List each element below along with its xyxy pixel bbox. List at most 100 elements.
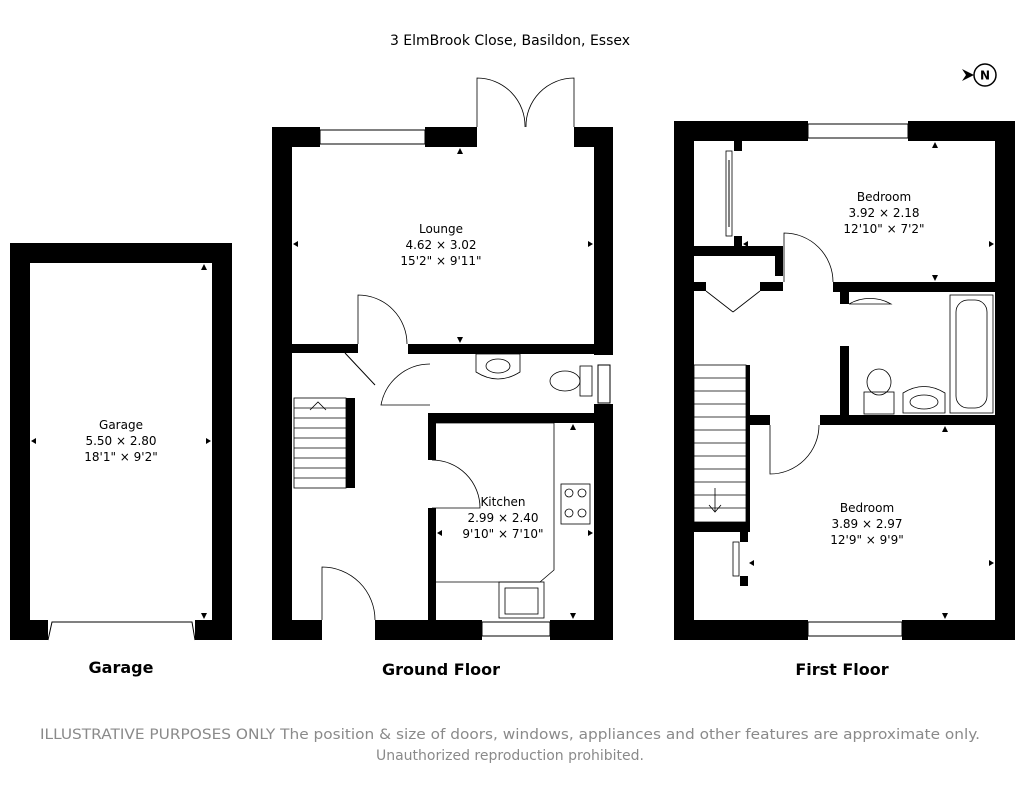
kitchen-imperial-size: 9'10" × 7'10" xyxy=(462,527,543,541)
dim-arrow-icon xyxy=(457,148,463,154)
bedroom-1-room-name: Bedroom xyxy=(857,190,911,204)
wall xyxy=(908,121,1015,141)
wall xyxy=(428,413,594,423)
garage-wall-bottom-right xyxy=(195,620,232,640)
wall xyxy=(674,121,808,141)
window xyxy=(481,621,551,637)
toilet-icon xyxy=(863,368,895,415)
garage-plan: Garage 5.50 × 2.80 18'1" × 9'2" xyxy=(10,243,232,641)
under-stair-door xyxy=(344,352,376,386)
property-address-title: 3 ElmBrook Close, Basildon, Essex xyxy=(390,33,630,49)
wall xyxy=(740,576,748,586)
wall xyxy=(840,346,849,416)
wall xyxy=(840,282,849,304)
wall xyxy=(820,415,995,425)
door xyxy=(380,363,431,406)
dim-arrow-icon xyxy=(942,613,948,619)
dim-arrow-icon xyxy=(749,560,754,566)
wall xyxy=(694,246,783,256)
wall xyxy=(995,121,1015,640)
dim-arrow-icon xyxy=(932,142,938,148)
disclaimer-line-2: Unauthorized reproduction prohibited. xyxy=(376,748,644,764)
wall xyxy=(272,620,322,640)
dim-arrow-icon xyxy=(31,438,36,444)
bedroom-1-metric-size: 3.92 × 2.18 xyxy=(848,206,919,220)
lounge-imperial-size: 15'2" × 9'11" xyxy=(400,254,481,268)
garage-metric-size: 5.50 × 2.80 xyxy=(85,434,156,448)
bath-icon xyxy=(949,294,994,414)
sink-icon xyxy=(498,581,545,619)
wall xyxy=(902,620,1015,640)
dim-arrow-icon xyxy=(201,613,207,619)
door xyxy=(431,459,481,509)
french-door xyxy=(476,77,526,128)
cupboard-door xyxy=(705,290,761,313)
wall xyxy=(694,522,750,532)
floor-label-ground: Ground Floor xyxy=(382,660,500,679)
window xyxy=(807,123,909,139)
dim-arrow-icon xyxy=(201,264,207,270)
kitchen-metric-size: 2.99 × 2.40 xyxy=(467,511,538,525)
basin-icon xyxy=(475,353,521,380)
wall xyxy=(734,236,742,246)
garage-door xyxy=(47,621,196,641)
dim-arrow-icon xyxy=(437,530,442,536)
wall xyxy=(292,344,358,353)
first-floor-plan: Bedroom 3.92 × 2.18 12'10" × 7'2" Bedroo… xyxy=(674,121,1015,640)
garage-wall-left xyxy=(10,243,30,640)
wall xyxy=(408,344,594,354)
lounge-metric-size: 4.62 × 3.02 xyxy=(405,238,476,252)
door xyxy=(783,232,834,283)
wall xyxy=(428,413,436,460)
basin-icon xyxy=(902,386,946,414)
wall xyxy=(775,246,783,276)
dim-arrow-icon xyxy=(570,613,576,619)
garage-wall-right xyxy=(212,243,232,640)
wall xyxy=(428,508,436,620)
garage-wall-bottom-left xyxy=(10,620,48,640)
wall xyxy=(375,620,482,640)
wall xyxy=(833,282,995,292)
window xyxy=(597,364,611,404)
kitchen-room-name: Kitchen xyxy=(480,495,525,509)
french-door xyxy=(525,77,575,128)
dim-arrow-icon xyxy=(570,424,576,430)
window xyxy=(319,129,426,145)
wardrobe-door xyxy=(725,150,733,237)
wall xyxy=(734,141,742,151)
dim-arrow-icon xyxy=(206,438,211,444)
dim-arrow-icon xyxy=(942,426,948,432)
dim-arrow-icon xyxy=(989,241,994,247)
wall xyxy=(550,620,613,640)
dim-arrow-icon xyxy=(743,241,748,247)
garage-room-name: Garage xyxy=(99,418,143,432)
wall xyxy=(594,404,613,640)
bedroom-2-room-name: Bedroom xyxy=(840,501,894,515)
dim-arrow-icon xyxy=(293,241,298,247)
bedroom-2-imperial-size: 12'9" × 9'9" xyxy=(830,533,904,547)
dim-arrow-icon xyxy=(588,530,593,536)
wall xyxy=(694,282,706,291)
wall xyxy=(674,620,808,640)
disclaimer-line-1: ILLUSTRATIVE PURPOSES ONLY The position … xyxy=(40,727,980,743)
lounge-room-name: Lounge xyxy=(419,222,463,236)
wardrobe-door xyxy=(732,541,740,577)
dim-arrow-icon xyxy=(932,275,938,281)
hob-icon xyxy=(560,483,591,525)
staircase xyxy=(693,364,750,523)
door xyxy=(848,298,893,305)
wall xyxy=(425,127,477,147)
wall xyxy=(674,121,694,640)
toilet-icon xyxy=(549,365,593,397)
door xyxy=(769,424,820,475)
wall xyxy=(272,127,292,640)
north-compass-icon: N xyxy=(962,63,997,87)
dim-arrow-icon xyxy=(588,241,593,247)
garage-imperial-size: 18'1" × 9'2" xyxy=(84,450,158,464)
wall xyxy=(760,282,783,291)
wall xyxy=(594,127,613,355)
compass-letter: N xyxy=(980,69,990,83)
ground-floor-plan: Lounge 4.62 × 3.02 15'2" × 9'11" Kitchen… xyxy=(272,77,613,640)
door xyxy=(357,294,408,345)
